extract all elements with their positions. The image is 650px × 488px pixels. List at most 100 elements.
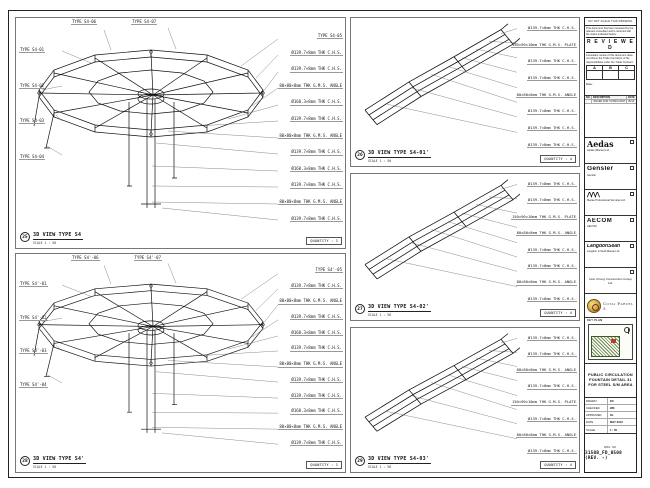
- field-value: KL: [609, 413, 614, 417]
- status-letter: B: [603, 66, 618, 71]
- member-label: Ø139.7×8mm THK C.H.S.: [526, 141, 577, 148]
- project-row: Cotai Parcel 3: [585, 294, 636, 318]
- member-label: TYPE S4'-01: [19, 281, 48, 288]
- detail-bubble: 27: [355, 304, 365, 314]
- consultant-box: AECOM AECOM: [585, 216, 636, 242]
- quantity-box: QUANTITY : 4: [540, 461, 576, 469]
- member-label: Ø139.7×8mm THK C.H.S.: [526, 108, 577, 115]
- approval-checkbox: [630, 192, 634, 196]
- project-emblem-icon: [587, 298, 601, 313]
- view-caption: 26 3D VIEW TYPE S4-01' SCALE 1 : 50: [355, 150, 431, 163]
- member-labels-right: Ø139.7×8mm THK C.H.S. Ø139.7×8mm THK C.H.…: [510, 181, 577, 302]
- member-label: Ø139.7×8mm THK C.H.S.: [290, 182, 343, 189]
- consultant-name: Macau Professional Services Ltd.: [587, 199, 626, 202]
- quantity-box: QUANTITY : 1: [306, 237, 342, 245]
- member-label: TYPE S4-07: [131, 19, 158, 26]
- field-row: DRAWN KC: [585, 398, 636, 405]
- consultant-name: Gensler: [587, 173, 597, 177]
- member-label: 80×80×8mm THK G.M.S. ANGLE: [515, 431, 577, 438]
- consultant-box: Aedas Aedas (Macau) Ltd.: [585, 138, 636, 164]
- field-label: APPROVED: [585, 412, 608, 418]
- consultant-logo: Aedas: [587, 140, 614, 148]
- consultant-name: Aedas (Macau) Ltd.: [587, 149, 610, 152]
- member-label: 80×80×8mm THK G.M.S. ANGLE: [515, 230, 577, 237]
- status-column: B: [603, 65, 619, 79]
- stamp-date-label: Date :: [586, 81, 594, 86]
- status-cell: [603, 71, 618, 79]
- revision-header-cell: NO.: [586, 96, 592, 99]
- member-label: Ø168.3×8mm THK C.H.S.: [290, 329, 343, 337]
- consultant-logo: LangdonSeah: [587, 244, 621, 249]
- revision-date: 05/13: [628, 100, 635, 103]
- consultant-logo: ⋀⋀⋀: [587, 192, 600, 198]
- revision-header-cell: DESCRIPTION: [592, 96, 627, 99]
- detail-bubble: 28: [20, 456, 30, 466]
- member-label: TYPE S4'-03: [19, 348, 48, 355]
- member-label: 80×80×8mm THK G.M.S. ANGLE: [278, 132, 343, 139]
- field-row: CHECKED WK: [585, 405, 636, 412]
- member-label: TYPE S4-02: [19, 82, 46, 89]
- member-label: Ø139.7×8mm THK C.H.S.: [290, 215, 343, 222]
- field-row: APPROVED KL: [585, 412, 636, 419]
- member-labels-right: Ø139.7×8mm THK C.H.S. Ø139.7×8mm THK C.H.…: [510, 335, 577, 454]
- view-caption: 27 3D VIEW TYPE S4-02' SCALE 1 : 50: [355, 304, 431, 317]
- member-label: TYPE S4-05: [316, 33, 343, 40]
- field-value: MAY 2013: [609, 420, 623, 424]
- view-caption: 25 3D VIEW TYPE S4 SCALE 1 : 50: [20, 232, 84, 245]
- keyplan: KEY PLAN: [585, 318, 636, 364]
- revision-no: -: [585, 100, 592, 103]
- consultant-boxes: Aedas Aedas (Macau) Ltd. Gensler Gensler…: [585, 138, 636, 294]
- approval-checkbox: [630, 270, 634, 274]
- consultant-name: Langdon & Seah Macau Ltd.: [587, 250, 620, 253]
- project-name: Cotai Parcel 3: [603, 300, 634, 311]
- member-label: Ø139.7×8mm THK C.H.S.: [526, 246, 577, 253]
- stamp-note-top: This document has been reviewed by the r…: [586, 27, 634, 37]
- view-scale: SCALE 1 : 50: [33, 241, 57, 245]
- title-block: DO NOT SCALE THIS DRAWING This document …: [584, 17, 637, 473]
- view-panel-s4-03: Ø139.7×8mm THK C.H.S. Ø139.7×8mm THK C.H.…: [350, 327, 580, 473]
- member-label: Ø139.7×8mm THK C.H.S.: [526, 335, 577, 342]
- keyplan-location-marker: [610, 339, 616, 344]
- reviewed-title: R E V I E W E D: [586, 37, 635, 54]
- member-label: 80×80×8mm THK G.M.S. ANGLE: [278, 298, 343, 305]
- field-label: DRAWN: [585, 398, 608, 404]
- member-label: Ø139.7×8mm THK C.H.S.: [526, 75, 577, 82]
- view-caption: 28 3D VIEW TYPE S4' SCALE 1 : 50: [20, 456, 87, 469]
- view-scale: SCALE 1 : 50: [368, 159, 392, 163]
- consultant-box: Hsin Chong Construction Group Ltd.: [585, 268, 636, 294]
- keyplan-map: [588, 324, 633, 360]
- member-label: TYPE S4-06: [71, 19, 98, 26]
- detail-bubble: 26: [355, 150, 365, 160]
- member-label: Ø139.7×8mm THK C.H.S.: [290, 149, 343, 156]
- member-label: Ø139.7×8mm THK C.H.S.: [290, 66, 343, 73]
- member-label: Ø139.7×8mm THK C.H.S.: [290, 115, 343, 123]
- status-letter: A: [587, 66, 602, 71]
- drawing-number-label: DRG. NO.: [604, 445, 617, 449]
- view-scale: SCALE 1 : 50: [33, 465, 57, 469]
- status-column: A: [587, 65, 603, 79]
- member-label: 150×90×10mm THK G.M.S. PLATE: [510, 399, 577, 406]
- member-label: 150×90×10mm THK G.M.S. PLATE: [510, 213, 577, 220]
- consultant-box: Gensler Gensler: [585, 164, 636, 190]
- member-label: Ø168.3×8mm THK C.H.S.: [290, 408, 343, 415]
- field-label: DATE: [585, 419, 608, 425]
- member-label: Ø139.7×8mm THK C.H.S.: [290, 345, 343, 352]
- member-label: Ø139.7×8mm THK C.H.S.: [290, 282, 343, 290]
- member-label: Ø139.7×8mm THK C.H.S.: [526, 181, 577, 188]
- member-label: Ø139.7×8mm THK C.H.S.: [526, 197, 577, 204]
- member-labels-right: Ø139.7×8mm THK C.H.S.150×90×10mm THK G.M…: [510, 25, 577, 148]
- field-value: WK: [609, 406, 615, 410]
- view-title: 3D VIEW TYPE S4-03': [368, 456, 431, 464]
- approval-checkbox: [630, 244, 634, 248]
- member-label: Ø139.7×8mm THK C.H.S.: [526, 447, 577, 454]
- view-title: 3D VIEW TYPE S4: [33, 232, 84, 240]
